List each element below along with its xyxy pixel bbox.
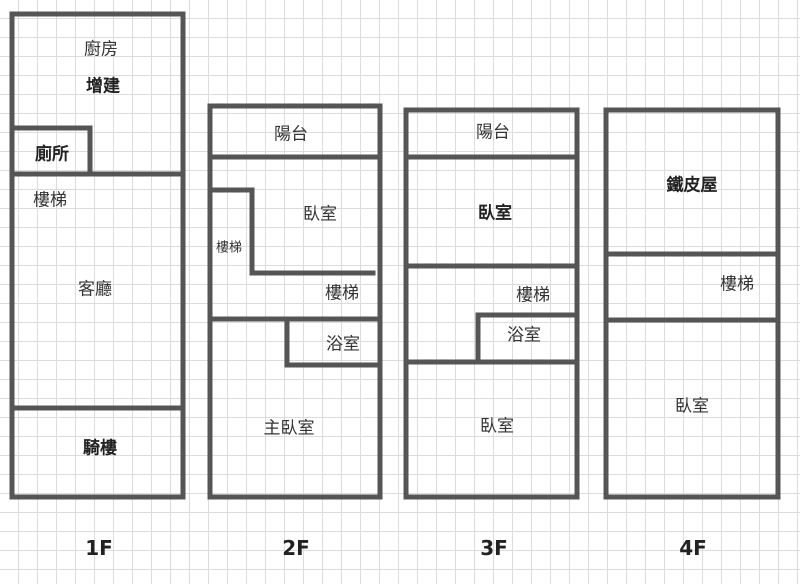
room-bedroom: 臥室 [478,203,512,224]
floor-label-2f: 2F [282,536,310,560]
room-stairs: 樓梯 [325,283,359,304]
room-living: 客廳 [78,279,112,300]
room-toilet: 廁所 [35,144,69,165]
floor-label-3f: 3F [480,536,508,560]
room-bathroom: 浴室 [507,325,541,346]
floor-2f-walls [207,103,383,500]
room-kitchen: 廚房 [84,39,118,60]
room-extension: 增建 [86,76,120,97]
floor-4f-walls [603,107,781,500]
room-stairs: 樓梯 [215,240,243,256]
room-bedroom: 臥室 [675,396,709,417]
floor-label-1f: 1F [85,536,113,560]
room-bedroom: 臥室 [480,416,514,437]
room-bedroom: 臥室 [303,204,337,225]
room-bathroom: 浴室 [326,334,360,355]
room-master-bedroom: 主臥室 [263,418,315,439]
room-balcony: 陽台 [274,124,308,145]
room-arcade: 騎樓 [83,438,117,459]
floor-label-4f: 4F [679,536,707,560]
room-tin-roof: 鐵皮屋 [666,175,718,196]
floor-1f-walls [9,11,186,500]
room-stairs: 樓梯 [516,285,550,306]
floor-3f-walls [403,107,580,500]
room-stairs: 樓梯 [720,274,754,295]
room-balcony: 陽台 [476,122,510,143]
room-stairs: 樓梯 [33,190,67,211]
